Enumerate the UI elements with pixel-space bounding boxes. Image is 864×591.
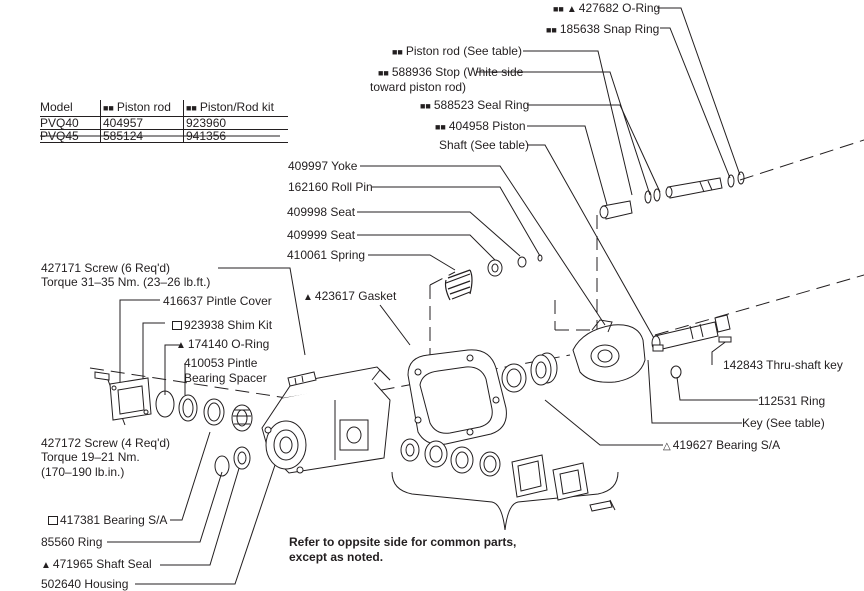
label-screw-427172-torque-lbin: (170–190 lb.in.)	[41, 465, 125, 479]
label-thru-shaft-key-142843: 142843 Thru-shaft key	[723, 358, 843, 372]
label-screw-427171-torque: Torque 31–35 Nm. (23–26 lb.ft.)	[41, 275, 211, 289]
label-bearing-419627: △419627 Bearing S/A	[663, 438, 781, 452]
label-housing-502640: 502640 Housing	[41, 577, 129, 591]
label-seal-ring-588523: ■■588523 Seal Ring	[420, 98, 530, 112]
label-oring-427682: ■■▲427682 O-Ring	[553, 1, 661, 15]
refer-note-line2: except as noted.	[289, 550, 384, 564]
label-ring-112531: 112531 Ring	[758, 394, 826, 408]
table-cell: PVQ45	[40, 129, 101, 143]
gasket-part	[407, 349, 507, 445]
label-snap-ring-185638: ■■185638 Snap Ring	[546, 22, 660, 36]
table-row: PVQ45 585124 941356	[40, 129, 288, 143]
table-cell: 941356	[183, 129, 288, 143]
label-spacer-410053: 410053 Pintle	[184, 356, 258, 370]
seat-409999-part	[487, 259, 503, 277]
label-seat-409998: 409998 Seat	[287, 205, 356, 219]
screw-427171-part	[287, 371, 317, 387]
label-screw-427171: 427171 Screw (6 Req'd)	[41, 261, 171, 275]
bearing-419627-part	[501, 352, 558, 393]
label-pintle-cover-416637: 416637 Pintle Cover	[163, 294, 272, 308]
piston-part	[599, 200, 633, 220]
label-oring-174140: ▲174140 O-Ring	[176, 337, 270, 351]
leader-lines	[107, 7, 758, 585]
table-cell: 923960	[183, 116, 288, 130]
refer-note-line1: Refer to oppsite side for common parts,	[289, 535, 517, 549]
roll-pin-part	[537, 254, 543, 262]
screw-427172-part	[94, 371, 110, 381]
label-seat-409999: 409999 Seat	[287, 228, 356, 242]
snap-ring-part	[727, 174, 735, 188]
label-screw-427172: 427172 Screw (4 Req'd)	[41, 436, 171, 450]
label-yoke-409997: 409997 Yoke	[288, 159, 358, 173]
model-table: Model ■■Piston rod ■■Piston/Rod kit PVQ4…	[40, 100, 288, 143]
label-shaft-seal-471965: ▲471965 Shaft Seal	[41, 557, 152, 571]
yoke-part	[572, 319, 646, 383]
piston-rod-part	[665, 177, 723, 199]
table-row: PVQ40 404957 923960	[40, 116, 288, 130]
ring-85560-part	[214, 455, 230, 477]
label-spacer-410053-line2: Bearing Spacer	[184, 371, 267, 385]
key-part	[652, 344, 664, 352]
shim-part	[155, 390, 175, 418]
table-cell: PVQ40	[40, 116, 101, 130]
bearing-417381-part	[231, 404, 253, 432]
header-piston-rod-kit: ■■Piston/Rod kit	[183, 100, 288, 117]
spring-part	[444, 269, 473, 301]
label-roll-pin-162160: 162160 Roll Pin	[288, 180, 373, 194]
bottom-bearing-parts	[400, 438, 616, 512]
label-key: Key (See table)	[742, 416, 825, 430]
label-screw-427172-torque: Torque 19–21 Nm.	[41, 450, 140, 464]
pintle-cover-part	[109, 377, 152, 421]
label-shim-kit-923938: 923938 Shim Kit	[172, 318, 272, 332]
table-cell: 404957	[100, 116, 184, 130]
oring-174140-part	[178, 394, 198, 422]
housing-part	[261, 366, 391, 474]
label-stop-588936-line2: toward piston rod)	[370, 80, 467, 94]
oring-part	[737, 171, 745, 185]
stop-part	[653, 188, 661, 202]
thru-shaft-key-part	[718, 336, 732, 343]
label-spring-410061: 410061 Spring	[287, 248, 366, 262]
label-stop-588936: ■■588936 Stop (White side	[378, 65, 524, 79]
label-ring-85560: 85560 Ring	[41, 535, 103, 549]
refer-note: Refer to oppsite side for common parts, …	[289, 535, 516, 565]
shaft-seal-part	[233, 446, 251, 470]
header-piston-rod: ■■Piston rod	[100, 100, 184, 117]
spacer-410053-part	[203, 398, 225, 426]
seat-409998-part	[517, 256, 527, 268]
label-piston-rod: ■■Piston rod (See table)	[392, 44, 522, 58]
seal-ring-part	[644, 190, 652, 204]
label-piston-404958: ■■404958 Piston	[435, 119, 526, 133]
label-gasket-423617: ▲423617 Gasket	[303, 289, 397, 303]
ring-112531-part	[670, 365, 682, 379]
label-bearing-417381: 417381 Bearing S/A	[48, 513, 167, 527]
label-shaft: Shaft (See table)	[439, 138, 530, 152]
header-model: Model	[40, 100, 101, 117]
table-cell: 585124	[100, 129, 184, 143]
table-header-row: Model ■■Piston rod ■■Piston/Rod kit	[40, 100, 288, 117]
